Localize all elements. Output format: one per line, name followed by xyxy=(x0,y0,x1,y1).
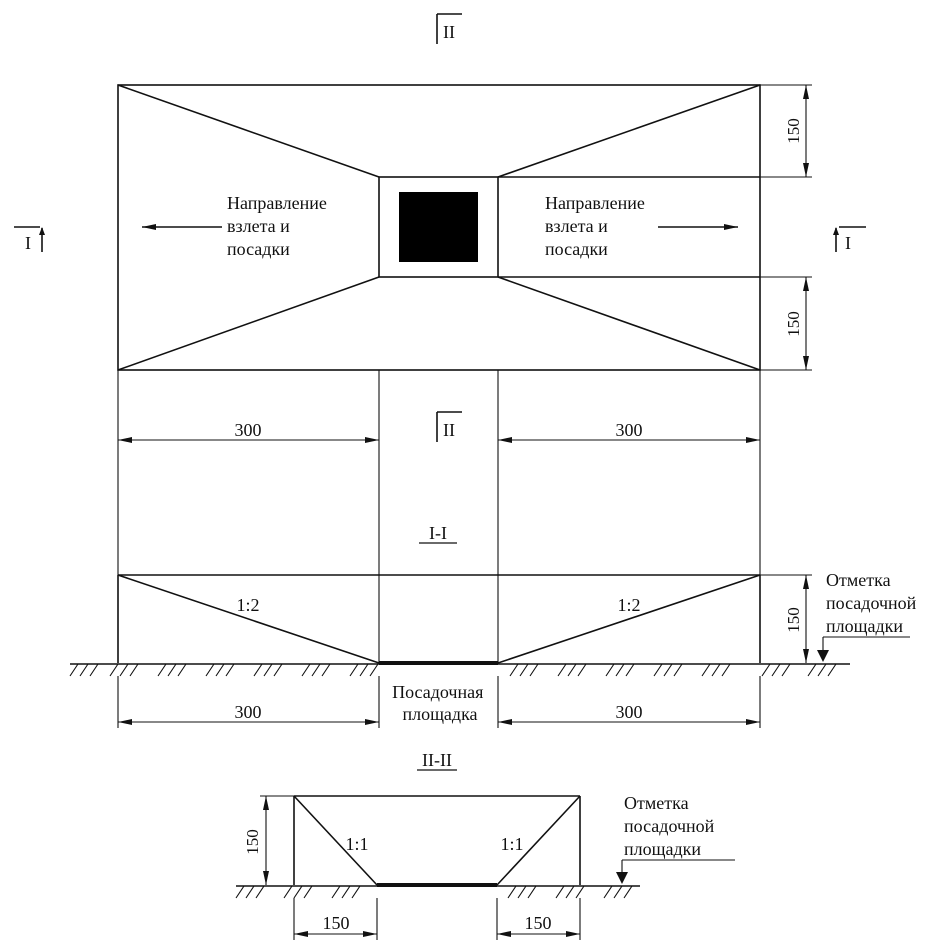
section-2-elevation-marker xyxy=(616,872,628,884)
section-2-slope-right: 1:1 xyxy=(500,834,523,854)
section-2-dim-right: 150 xyxy=(525,913,552,933)
section-2-slope-left: 1:1 xyxy=(345,834,368,854)
section-1-dim-left: 300 xyxy=(235,702,262,722)
section-2-dim-height: 150 xyxy=(243,829,262,855)
section-2: II-II 1:1 1:1 150 Отметка посадочной пло… xyxy=(235,750,735,940)
plan-dim-right: 300 xyxy=(616,420,643,440)
plan-outline xyxy=(117,84,761,371)
section-mark-ii-center-label: II xyxy=(443,420,455,440)
section-2-slope-left-line xyxy=(293,795,378,886)
section-1-slope-right-line xyxy=(497,574,761,664)
section-mark-ii-center: II xyxy=(436,411,462,442)
section-1-dim-right: 300 xyxy=(616,702,643,722)
section-mark-i-left: I xyxy=(14,226,45,253)
section-2-ground-hatch xyxy=(235,885,633,899)
section-mark-i-right: I xyxy=(833,226,866,253)
section-1-slope-right: 1:2 xyxy=(617,595,640,615)
plan-dim-bottom-right: 150 xyxy=(784,311,803,337)
section-mark-ii-top: II xyxy=(436,13,462,44)
plan-view: Направление взлета и посадки Направление… xyxy=(117,84,812,663)
section-1-ground-hatch xyxy=(69,663,837,677)
section-1-elevation-label: Отметка посадочной площадки xyxy=(826,570,921,636)
landing-pad-marker xyxy=(399,192,478,262)
section-1-slope-left-line xyxy=(117,574,380,664)
section-2-slope-right-line xyxy=(496,795,581,886)
section-1-dim-height: 150 xyxy=(784,607,803,633)
section-1: I-I 1:2 1:2 150 Отметка посадочной площа… xyxy=(69,523,921,728)
section-1-pad-label: Посадочная площадка xyxy=(392,682,488,724)
direction-label-right: Направление взлета и посадки xyxy=(545,193,649,259)
section-2-elevation-label: Отметка посадочной площадки xyxy=(624,793,719,859)
section-1-title: I-I xyxy=(429,523,447,543)
section-mark-i-left-label: I xyxy=(25,233,31,253)
direction-label-left: Направление взлета и посадки xyxy=(227,193,331,259)
section-mark-ii-top-label: II xyxy=(443,22,455,42)
section-1-elevation-marker xyxy=(817,650,829,662)
plan-center-square xyxy=(378,176,499,278)
section-mark-i-right-label: I xyxy=(845,233,851,253)
section-2-dim-left: 150 xyxy=(323,913,350,933)
section-1-slope-left: 1:2 xyxy=(236,595,259,615)
plan-dim-top-right: 150 xyxy=(784,118,803,144)
section-2-title: II-II xyxy=(422,750,452,770)
plan-dim-left: 300 xyxy=(235,420,262,440)
